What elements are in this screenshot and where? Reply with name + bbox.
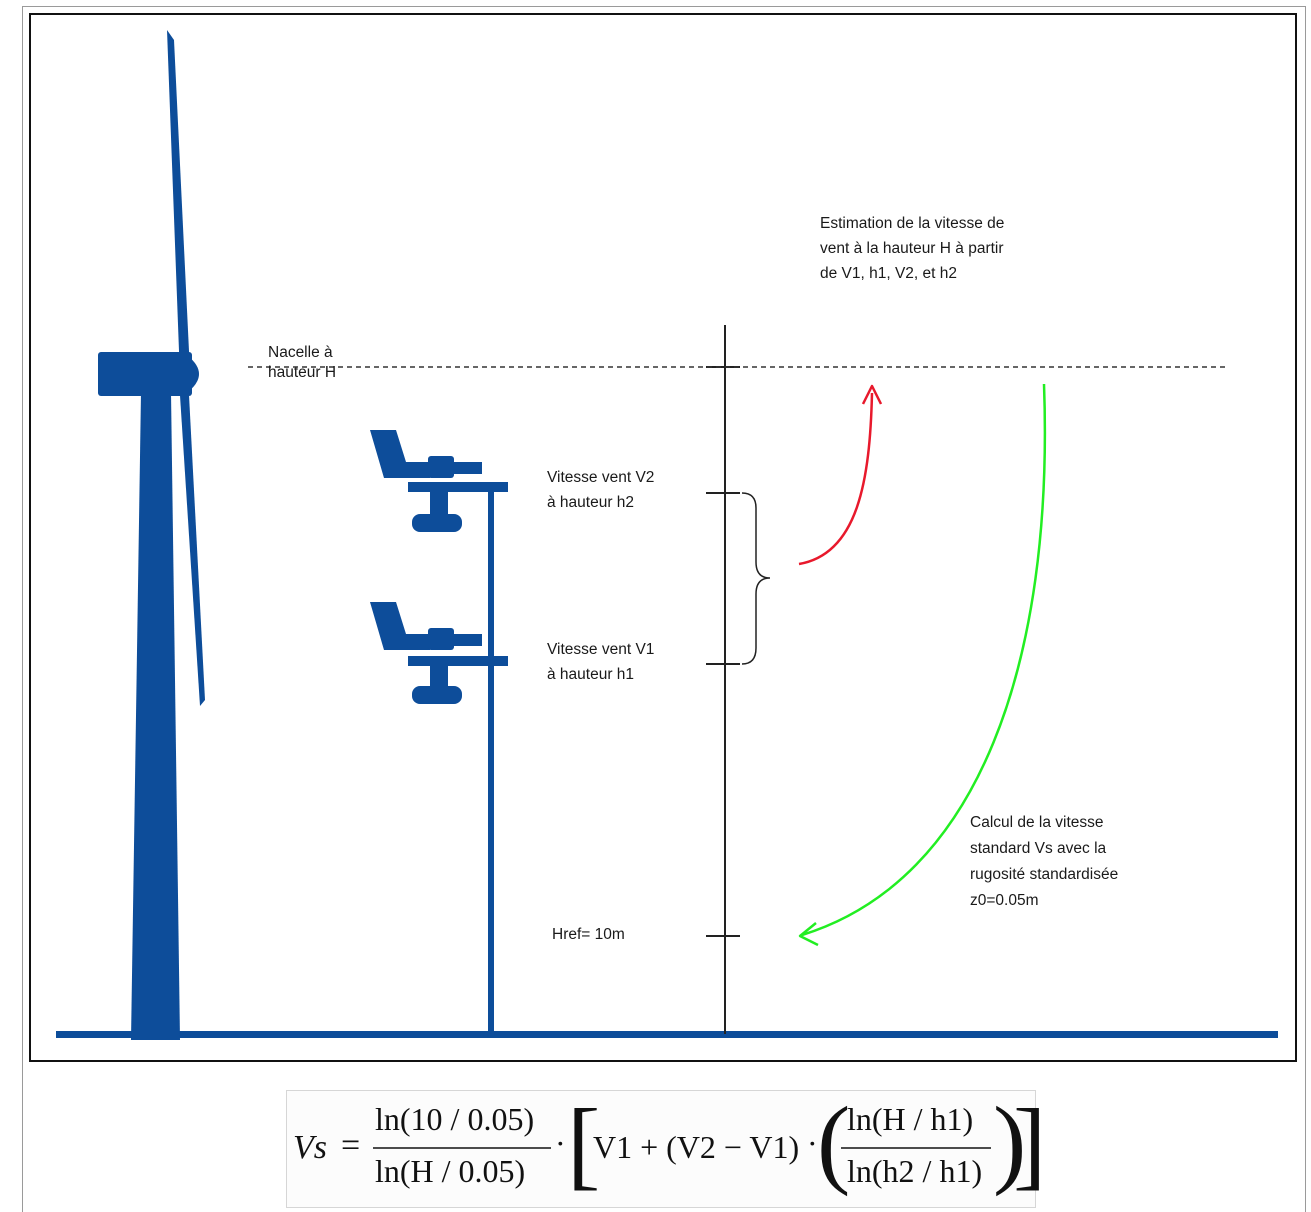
- curly-brace: [741, 492, 771, 665]
- nacelle-label: Nacelle à hauteur H: [268, 343, 336, 383]
- mast-pole: [488, 484, 494, 1036]
- green-arrow-curve: [801, 383, 1047, 937]
- v2-label-line: à hauteur h2: [547, 494, 635, 511]
- v2-label: Vitesse vent V2 à hauteur h2: [547, 465, 654, 515]
- vane-fin: [370, 430, 430, 478]
- red-arrow-curve: [798, 392, 874, 566]
- turbine-blade-upper: [167, 30, 190, 378]
- anemometer-base: [412, 514, 462, 532]
- formula-bracket-close: ]: [1013, 1088, 1047, 1199]
- calcul-label-line: rugosité standardisée: [970, 866, 1119, 883]
- formula-lines: [373, 1147, 991, 1149]
- formula-num-2: ln(H / h1): [847, 1101, 974, 1137]
- estimation-label-line: vent à la hauteur H à partir: [820, 240, 1004, 257]
- turbine-hub: [188, 356, 199, 392]
- formula-equals: =: [341, 1127, 361, 1164]
- nacelle-label-line: hauteur H: [268, 364, 337, 381]
- wind-turbine-icon: [98, 30, 205, 1040]
- calcul-label: Calcul de la vitesse standard Vs avec la…: [970, 810, 1118, 914]
- formula-num-1: ln(10 / 0.05): [375, 1101, 535, 1137]
- red-arrow: [798, 384, 883, 566]
- anemometer-arm: [452, 634, 482, 646]
- formula-dot-2: ·: [807, 1125, 818, 1161]
- green-arrow-head: [798, 922, 819, 947]
- outer-frame: [22, 6, 1306, 1212]
- v1-label: Vitesse vent V1 à hauteur h1: [547, 637, 654, 687]
- anemometer-arm: [452, 462, 482, 474]
- turbine-nacelle: [98, 352, 192, 396]
- formula-bracket-open: [: [567, 1088, 601, 1199]
- calcul-label-line: Calcul de la vitesse: [970, 814, 1104, 831]
- v1-label-line: à hauteur h1: [547, 666, 635, 683]
- vane-fin: [370, 602, 430, 650]
- anemometer-icon-h2: [370, 430, 508, 532]
- estimation-label-line: Estimation de la vitesse de: [820, 215, 1005, 232]
- anemometer-icon-h1: [370, 602, 508, 704]
- formula-paren-close: ): [993, 1086, 1027, 1197]
- estimation-label: Estimation de la vitesse de vent à la ha…: [820, 211, 1004, 286]
- anemometer-body: [430, 490, 448, 518]
- ground-line: [56, 1031, 1278, 1038]
- estimation-label-line: de V1, h1, V2, et h2: [820, 265, 958, 282]
- formula-dot: ·: [555, 1125, 566, 1161]
- formula-den-2: ln(h2 / h1): [847, 1153, 983, 1189]
- anemometer-head: [428, 628, 454, 650]
- anemometer-base: [412, 686, 462, 704]
- turbine-tower: [131, 392, 180, 1040]
- anemometer-body: [430, 662, 448, 690]
- formula-box: Vs = ln(10 / 0.05) ln(H / 0.05) · [ V1 +…: [286, 1086, 1046, 1208]
- formula-term-v1: V1 + (V2 − V1): [593, 1129, 800, 1165]
- formula-den-1: ln(H / 0.05): [375, 1153, 526, 1189]
- anemometer-crossbar: [408, 656, 508, 666]
- green-arrow: [798, 383, 1047, 947]
- formula-paren-open: (: [817, 1086, 851, 1197]
- anemometer-crossbar: [408, 482, 508, 492]
- nacelle-label-line: Nacelle à: [268, 344, 333, 361]
- v2-label-line: Vitesse vent V2: [547, 469, 655, 486]
- href-label: Href= 10m: [552, 926, 625, 943]
- turbine-blade-lower: [179, 376, 205, 706]
- diagram-frame: [29, 13, 1297, 1062]
- anemometer-head: [428, 456, 454, 478]
- formula-lhs: Vs: [293, 1129, 327, 1166]
- v1-label-line: Vitesse vent V1: [547, 641, 655, 658]
- calcul-label-line: standard Vs avec la: [970, 840, 1107, 857]
- calcul-label-line: z0=0.05m: [970, 892, 1039, 909]
- red-arrow-head: [861, 384, 883, 405]
- met-mast: [488, 484, 494, 1036]
